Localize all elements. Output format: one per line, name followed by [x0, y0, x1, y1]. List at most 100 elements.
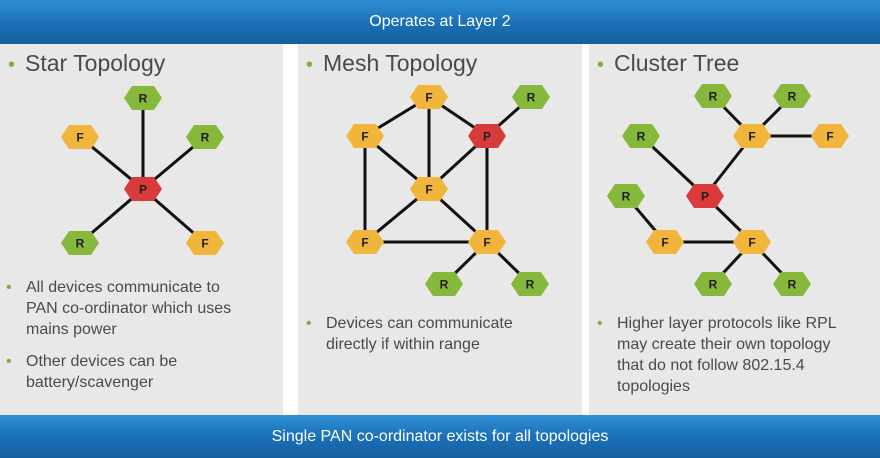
bullet-item: •Higher layer protocols like RPL may cre… [597, 313, 879, 397]
node-ffd: F [346, 124, 384, 148]
hexagon-shape [346, 124, 384, 148]
node-label: R [622, 190, 631, 204]
bullet-dot: • [6, 353, 12, 370]
hexagon-shape [61, 125, 99, 149]
panel-title-text: Cluster Tree [614, 50, 740, 76]
hexagon-shape [186, 125, 224, 149]
bullet-list: •Devices can communicate directly if wit… [306, 313, 578, 366]
node-label: F [483, 236, 490, 250]
node-label: F [201, 237, 208, 251]
bullet-item: •Devices can communicate directly if wit… [306, 313, 578, 355]
footer-text: Single PAN co-ordinator exists for all t… [271, 427, 609, 445]
hexagon-shape [410, 177, 448, 201]
node-ffd: F [186, 231, 224, 255]
hexagon-shape [425, 272, 463, 296]
node-ffd: F [410, 85, 448, 109]
node-ffd: F [468, 230, 506, 254]
node-label: F [826, 130, 833, 144]
hexagon-shape [811, 124, 849, 148]
hexagon-shape [686, 184, 724, 208]
hexagon-shape [186, 231, 224, 255]
hexagon-shape [346, 230, 384, 254]
node-label: F [425, 91, 432, 105]
node-ffd: F [61, 125, 99, 149]
node-rfd: R [124, 86, 162, 110]
hexagon-shape [646, 230, 684, 254]
node-rfd: R [773, 84, 811, 108]
node-rfd: R [425, 272, 463, 296]
node-label: R [788, 278, 797, 292]
node-rfd: R [61, 231, 99, 255]
bullet-list: • All devices communicate to PAN co-ordin… [6, 277, 281, 404]
node-label: R [788, 90, 797, 104]
node-label: R [637, 130, 646, 144]
node-label: R [526, 278, 535, 292]
bullet-dot: • [8, 54, 16, 76]
hexagon-shape [733, 230, 771, 254]
bullet-list: •Higher layer protocols like RPL may cre… [597, 313, 879, 408]
node-rfd: R [607, 184, 645, 208]
hexagon-shape [694, 84, 732, 108]
node-label: R [201, 131, 210, 145]
node-ffd: F [346, 230, 384, 254]
node-label: F [361, 130, 368, 144]
node-label: F [748, 130, 755, 144]
node-label: F [661, 236, 668, 250]
panel-title: • Star Topology [8, 50, 165, 77]
header-title: Operates at Layer 2 [369, 13, 511, 30]
bullet-dot: • [6, 279, 12, 296]
node-label: R [76, 237, 85, 251]
hexagon-shape [511, 272, 549, 296]
node-ffd: F [811, 124, 849, 148]
node-label: R [440, 278, 449, 292]
bullet-dot: • [597, 315, 603, 332]
node-rfd: R [512, 85, 550, 109]
node-label: R [527, 91, 536, 105]
panel-title: • Mesh Topology [306, 50, 477, 77]
mesh-topology-diagram: F R F P F F F R R [346, 85, 550, 296]
node-rfd: R [694, 272, 732, 296]
hexagon-shape [773, 84, 811, 108]
node-label: F [76, 131, 83, 145]
node-ffd: F [646, 230, 684, 254]
bullet-dot: • [306, 54, 314, 76]
panel-title-text: Star Topology [25, 50, 166, 76]
hexagon-shape [694, 272, 732, 296]
bullet-text: All devices communicate to PAN co-ordina… [26, 279, 232, 338]
node-ffd: F [410, 177, 448, 201]
hexagon-shape [124, 86, 162, 110]
hexagon-shape [607, 184, 645, 208]
node-pan: P [686, 184, 724, 208]
bullet-text: Other devices can be battery/scavenger [26, 353, 178, 391]
bullet-item: • All devices communicate to PAN co-ordin… [6, 277, 281, 340]
node-ffd: F [733, 230, 771, 254]
panel-title-text: Mesh Topology [323, 50, 478, 76]
node-pan: P [468, 124, 506, 148]
hexagon-shape [124, 177, 162, 201]
hexagon-shape [512, 85, 550, 109]
node-rfd: R [773, 272, 811, 296]
bullet-dot: • [597, 54, 605, 76]
node-label: P [483, 130, 491, 144]
node-rfd: R [622, 124, 660, 148]
hexagon-shape [410, 85, 448, 109]
node-label: F [361, 236, 368, 250]
bullet-dot: • [306, 315, 312, 332]
node-rfd: R [694, 84, 732, 108]
panel-mesh-topology: • Mesh Topology F R F P F F F R R •Devices can co… [298, 44, 582, 415]
cluster-tree-diagram: R R F F R P R F F R R [607, 84, 849, 296]
footer-banner: Single PAN co-ordinator exists for all t… [0, 415, 880, 458]
hexagon-shape [622, 124, 660, 148]
hexagon-shape [468, 230, 506, 254]
panel-title: • Cluster Tree [597, 50, 739, 77]
star-topology-diagram: P R R F R F [61, 86, 224, 255]
node-ffd: F [733, 124, 771, 148]
node-label: P [139, 183, 147, 197]
hexagon-shape [61, 231, 99, 255]
node-rfd: R [511, 272, 549, 296]
node-label: F [748, 236, 755, 250]
panel-cluster-tree: • Cluster Tree R R F F R P R F F R R •Higher layer … [589, 44, 880, 415]
hexagon-shape [733, 124, 771, 148]
node-label: F [425, 183, 432, 197]
node-label: R [139, 92, 148, 106]
